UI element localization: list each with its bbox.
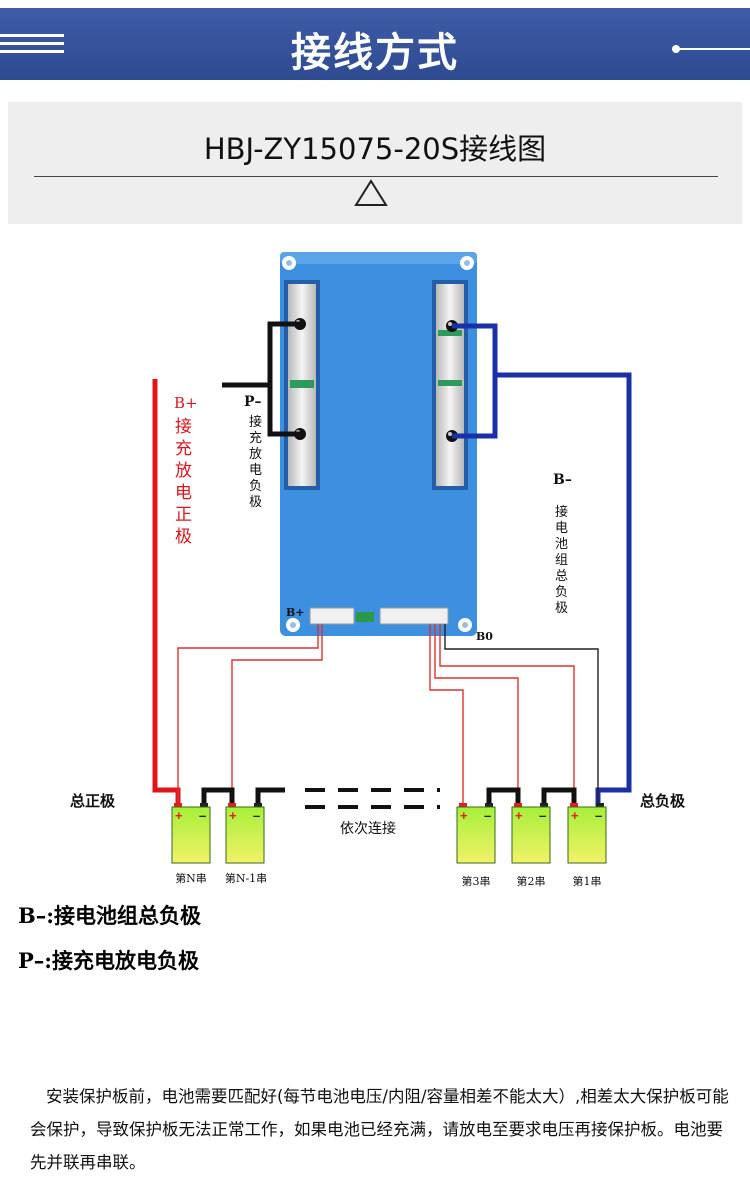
board-b-plus-label: B+ [286, 606, 305, 619]
battery-label: 第2串 [517, 874, 546, 888]
svg-text:接: 接 [249, 414, 262, 430]
p-minus-wire [222, 321, 300, 388]
b0-sense-wire [444, 624, 599, 807]
battery-label: 第N-1串 [225, 871, 267, 885]
svg-text:池: 池 [555, 537, 568, 552]
p-minus-wire-lower [267, 385, 300, 437]
battery-plus-sign: + [515, 808, 523, 823]
battery-minus-sign: – [484, 808, 491, 823]
svg-text:负: 负 [555, 585, 568, 600]
svg-text:充: 充 [249, 430, 262, 446]
sense-wires [177, 624, 575, 807]
battery-label: 第3串 [462, 874, 491, 888]
diagram-title: HBJ-ZY15075-20S接线图 [203, 132, 547, 166]
battery-minus-sign: – [539, 808, 546, 823]
svg-text:总: 总 [555, 569, 568, 584]
b-plus-label: B+ [174, 394, 198, 412]
note-b-minus: B–:接电池组总负极 [18, 903, 202, 928]
divider [34, 176, 718, 177]
svg-text:放: 放 [249, 447, 262, 462]
menu-icon[interactable] [0, 34, 64, 60]
battery-minus-sign: – [253, 808, 260, 823]
battery-plus-sign: + [175, 808, 183, 823]
svg-text:电: 电 [249, 463, 262, 478]
battery-2 [511, 803, 551, 864]
svg-text:负: 负 [249, 479, 262, 494]
instruction-paragraph: 安装保护板前，电池需要匹配好(每节电池电压/内阻/容量相差不能太大）,相差太大保… [30, 1087, 729, 1172]
battery-label: 第1串 [573, 874, 602, 888]
total-positive-label: 总正极 [70, 792, 116, 810]
svg-text:充: 充 [175, 439, 192, 459]
protection-board [280, 252, 477, 636]
svg-text:电: 电 [555, 521, 568, 536]
b-minus-label: B– [553, 472, 572, 488]
dashed-connection [305, 788, 440, 809]
svg-text:组: 组 [555, 553, 568, 568]
header-bar: 接线方式 [0, 8, 750, 80]
battery-label: 第N串 [175, 871, 207, 885]
svg-text:接: 接 [555, 504, 568, 520]
board-b0-label: B0 [476, 630, 493, 643]
battery-minus-sign: – [595, 808, 602, 823]
battery-plus-sign: + [460, 808, 468, 823]
sequential-label: 依次连接 [340, 820, 396, 837]
svg-text:接: 接 [175, 417, 192, 437]
svg-text:放: 放 [175, 461, 192, 481]
triangle-icon [354, 179, 388, 206]
battery-n [171, 803, 211, 864]
battery-n-1 [225, 803, 265, 864]
p-minus-label: P– [244, 394, 262, 410]
notes: B–:接电池组总负极 P–:接充电放电负极 [18, 900, 201, 990]
p-minus-description: 接 充 放 电 负 极 [249, 414, 262, 510]
battery-3 [456, 803, 496, 864]
page-title: 接线方式 [291, 29, 459, 76]
svg-text:极: 极 [555, 601, 568, 616]
svg-text:极: 极 [175, 527, 192, 547]
subtitle-panel: HBJ-ZY15075-20S接线图 [8, 102, 742, 224]
svg-text:极: 极 [249, 495, 262, 510]
b-minus-description: 接 电 池 组 总 负 极 [555, 504, 568, 616]
total-negative-label: 总负极 [640, 792, 686, 810]
b-plus-description: 接 充 放 电 正 极 [175, 417, 192, 547]
svg-text:正: 正 [175, 505, 192, 525]
svg-text:电: 电 [175, 483, 192, 503]
wiring-diagram: + – + – + – + – + – 第N串 第N-1串 第3串 第2串 第1… [70, 252, 686, 888]
battery-plus-sign: + [229, 808, 237, 823]
battery-1 [567, 803, 607, 864]
slider-pin-icon [672, 45, 750, 53]
battery-minus-sign: – [199, 808, 206, 823]
b-minus-wire [452, 323, 498, 439]
battery-plus-sign: + [571, 808, 579, 823]
series-links [201, 787, 577, 807]
note-p-minus: P–:接充电放电负极 [18, 948, 200, 973]
